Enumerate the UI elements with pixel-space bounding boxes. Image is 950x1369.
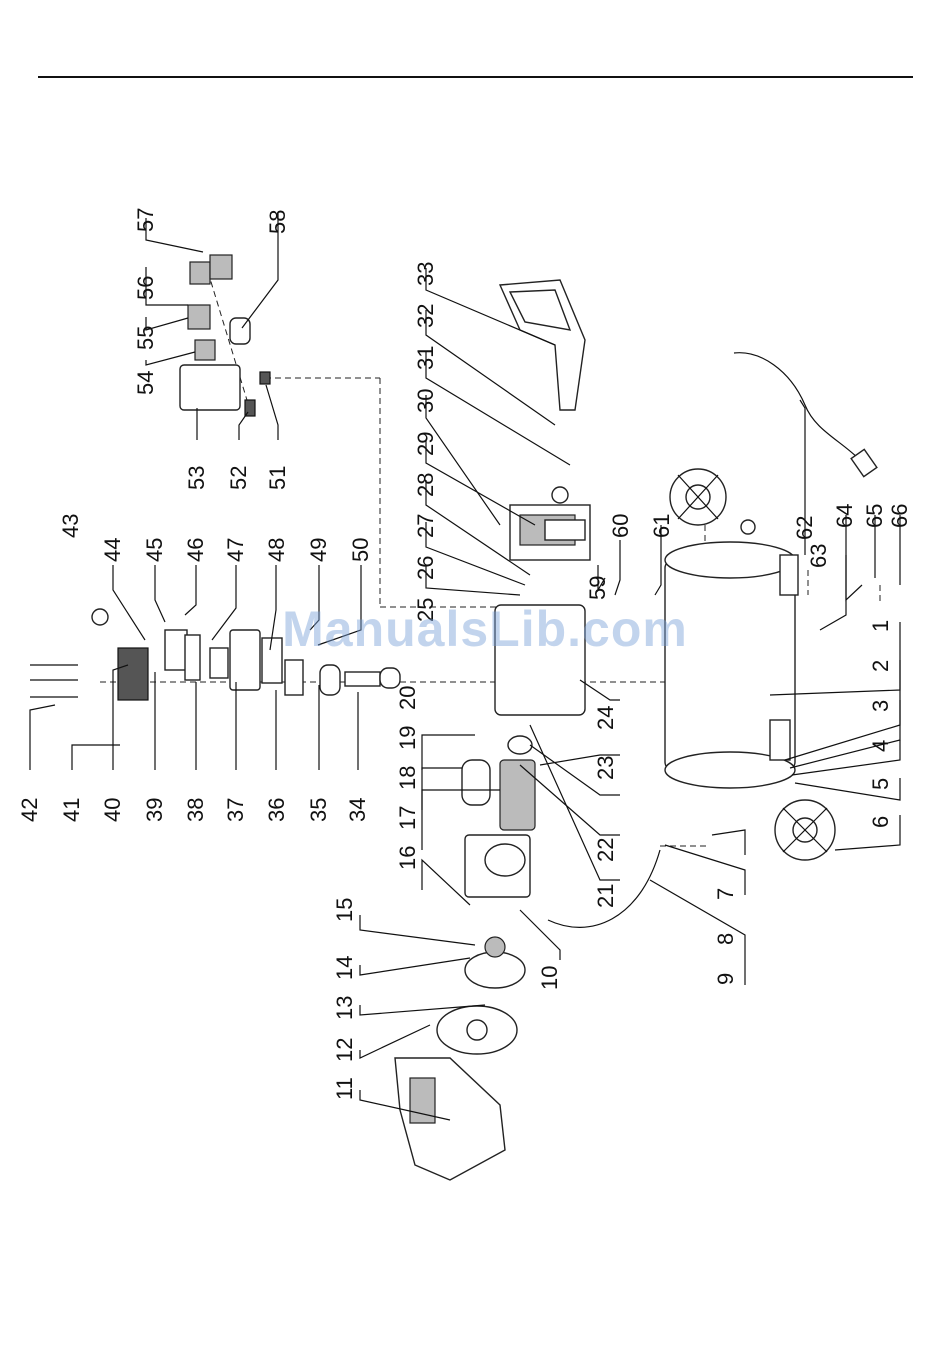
callout-60: 60	[608, 514, 633, 538]
callout-38: 38	[183, 798, 208, 822]
callout-23: 23	[593, 756, 618, 780]
callout-44: 44	[100, 538, 125, 562]
callout-50: 50	[348, 538, 373, 562]
callout-8: 8	[713, 933, 738, 945]
callout-45: 45	[142, 538, 167, 562]
handle	[500, 280, 585, 410]
callout-33: 33	[413, 262, 438, 286]
callout-56: 56	[133, 276, 158, 300]
callout-51: 51	[265, 466, 290, 490]
callout-59: 59	[585, 576, 610, 600]
callout-54: 54	[133, 371, 158, 395]
callout-13: 13	[332, 996, 357, 1020]
callout-17: 17	[395, 806, 420, 830]
fan-and-cover	[395, 937, 525, 1180]
callout-52: 52	[226, 466, 251, 490]
callout-3: 3	[868, 700, 893, 712]
callout-11: 11	[332, 1077, 357, 1100]
callout-39: 39	[142, 798, 167, 822]
callout-55: 55	[133, 326, 158, 350]
callout-57: 57	[133, 208, 158, 232]
callout-2: 2	[868, 660, 893, 672]
callout-30: 30	[413, 389, 438, 413]
wheel-upper	[670, 469, 726, 525]
callout-14: 14	[332, 956, 357, 980]
callout-32: 32	[413, 304, 438, 328]
callout-24: 24	[593, 706, 618, 730]
callout-36: 36	[264, 798, 289, 822]
pressure-switch-assembly	[180, 255, 270, 416]
callout-15: 15	[332, 898, 357, 922]
callout-42: 42	[17, 798, 42, 822]
wheel-lower	[775, 800, 835, 860]
callout-28: 28	[413, 473, 438, 497]
callout-62: 62	[792, 516, 817, 540]
callout-48: 48	[264, 538, 289, 562]
callout-41: 41	[59, 798, 84, 822]
callout-47: 47	[223, 538, 248, 562]
callout-26: 26	[413, 556, 438, 580]
callout-22: 22	[593, 838, 618, 862]
callout-35: 35	[306, 798, 331, 822]
callout-64: 64	[832, 504, 857, 528]
callout-18: 18	[395, 766, 420, 790]
callout-63: 63	[806, 544, 831, 568]
callout-37: 37	[223, 798, 248, 822]
callout-7: 7	[713, 888, 738, 900]
callout-53: 53	[184, 466, 209, 490]
callout-16: 16	[395, 846, 420, 870]
callout-6: 6	[868, 816, 893, 828]
capacitor	[462, 760, 490, 805]
stator	[465, 835, 530, 897]
callout-65: 65	[862, 504, 887, 528]
callout-1: 1	[868, 620, 893, 632]
rotor	[500, 736, 535, 830]
callout-20: 20	[395, 686, 420, 710]
watermark: ManualsLib.com	[265, 600, 705, 658]
callout-10: 10	[537, 966, 562, 990]
callout-34: 34	[345, 798, 370, 822]
callout-21: 21	[593, 884, 618, 908]
callout-46: 46	[183, 538, 208, 562]
callout-9: 9	[713, 973, 738, 985]
callout-61: 61	[649, 514, 674, 538]
callout-5: 5	[868, 778, 893, 790]
callout-43: 43	[58, 514, 83, 538]
callout-49: 49	[306, 538, 331, 562]
cylinder-head	[30, 609, 148, 700]
callout-31: 31	[413, 346, 438, 370]
callout-19: 19	[395, 726, 420, 750]
callout-29: 29	[413, 432, 438, 456]
callout-66: 66	[887, 504, 912, 528]
callout-4: 4	[868, 740, 893, 752]
callout-40: 40	[100, 798, 125, 822]
callout-12: 12	[332, 1038, 357, 1062]
callout-27: 27	[413, 514, 438, 538]
callout-58: 58	[265, 210, 290, 234]
